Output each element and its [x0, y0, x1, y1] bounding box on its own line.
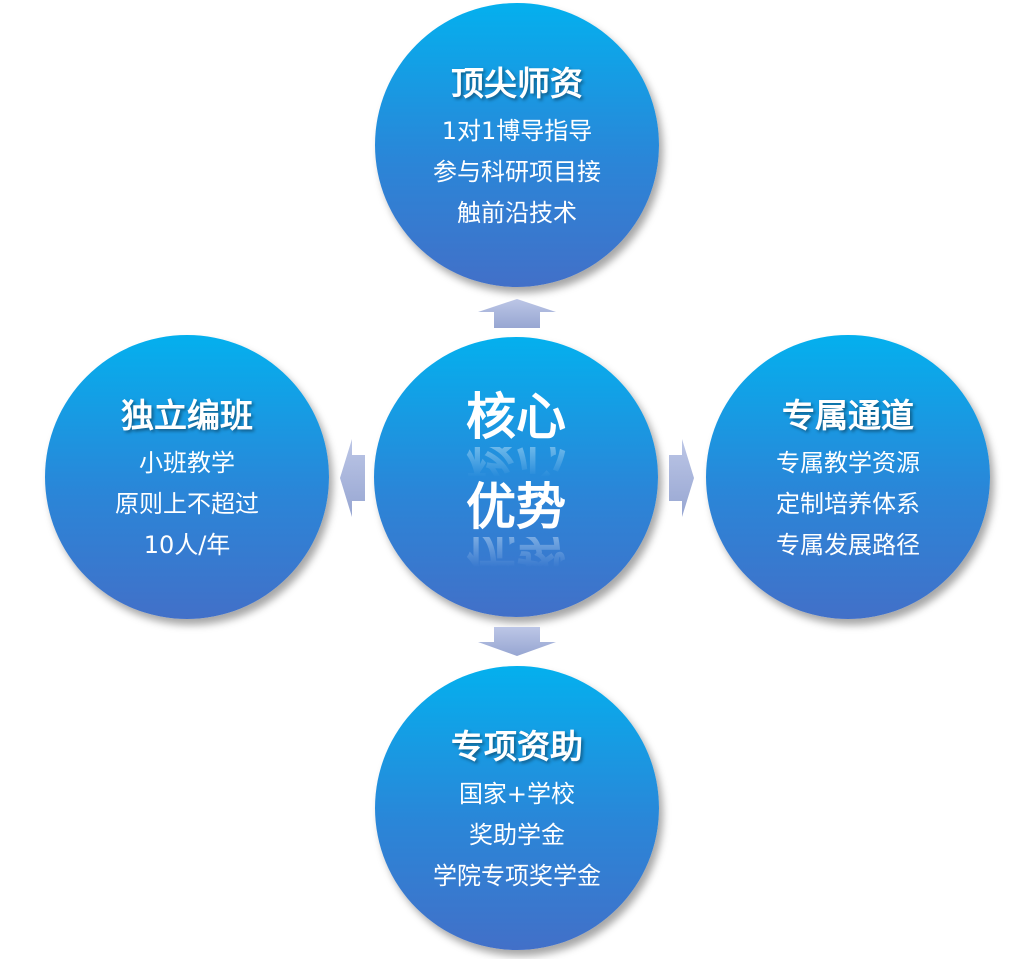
node-line: 专属发展路径: [776, 530, 920, 559]
center-title-line2: 优势: [466, 478, 566, 536]
node-bottom-funding: 专项资助 国家+学校 奖助学金 学院专项奖学金: [375, 666, 659, 950]
center-reflection-2: 优势: [466, 537, 566, 567]
arrow-right-icon: [669, 439, 694, 517]
node-line: 小班教学: [139, 448, 235, 477]
node-left-class: 独立编班 小班教学 原则上不超过 10人/年: [45, 335, 329, 619]
node-line: 参与科研项目接: [433, 157, 601, 186]
node-line: 专属教学资源: [776, 448, 920, 477]
node-title: 独立编班: [121, 395, 253, 435]
center-title-line1: 核心: [466, 388, 566, 446]
node-line: 学院专项奖学金: [433, 861, 601, 890]
node-right-channel: 专属通道 专属教学资源 定制培养体系 专属发展路径: [706, 335, 990, 619]
node-line: 原则上不超过: [115, 489, 259, 518]
arrow-down-icon: [478, 627, 556, 656]
node-line: 触前沿技术: [457, 198, 577, 227]
node-line: 1对1博导指导: [441, 116, 593, 145]
node-top-faculty: 顶尖师资 1对1博导指导 参与科研项目接 触前沿技术: [375, 3, 659, 287]
node-title: 顶尖师资: [451, 63, 583, 103]
node-line: 国家+学校: [458, 779, 576, 808]
node-line: 定制培养体系: [776, 489, 920, 518]
center-reflection-1: 核心: [466, 447, 566, 477]
center-node: 核心 核心 优势 优势: [374, 337, 658, 617]
node-title: 专项资助: [451, 726, 583, 766]
node-line: 奖助学金: [469, 820, 565, 849]
arrow-up-icon: [478, 299, 556, 328]
node-line: 10人/年: [143, 530, 231, 559]
node-title: 专属通道: [782, 395, 914, 435]
arrow-left-icon: [340, 439, 365, 517]
